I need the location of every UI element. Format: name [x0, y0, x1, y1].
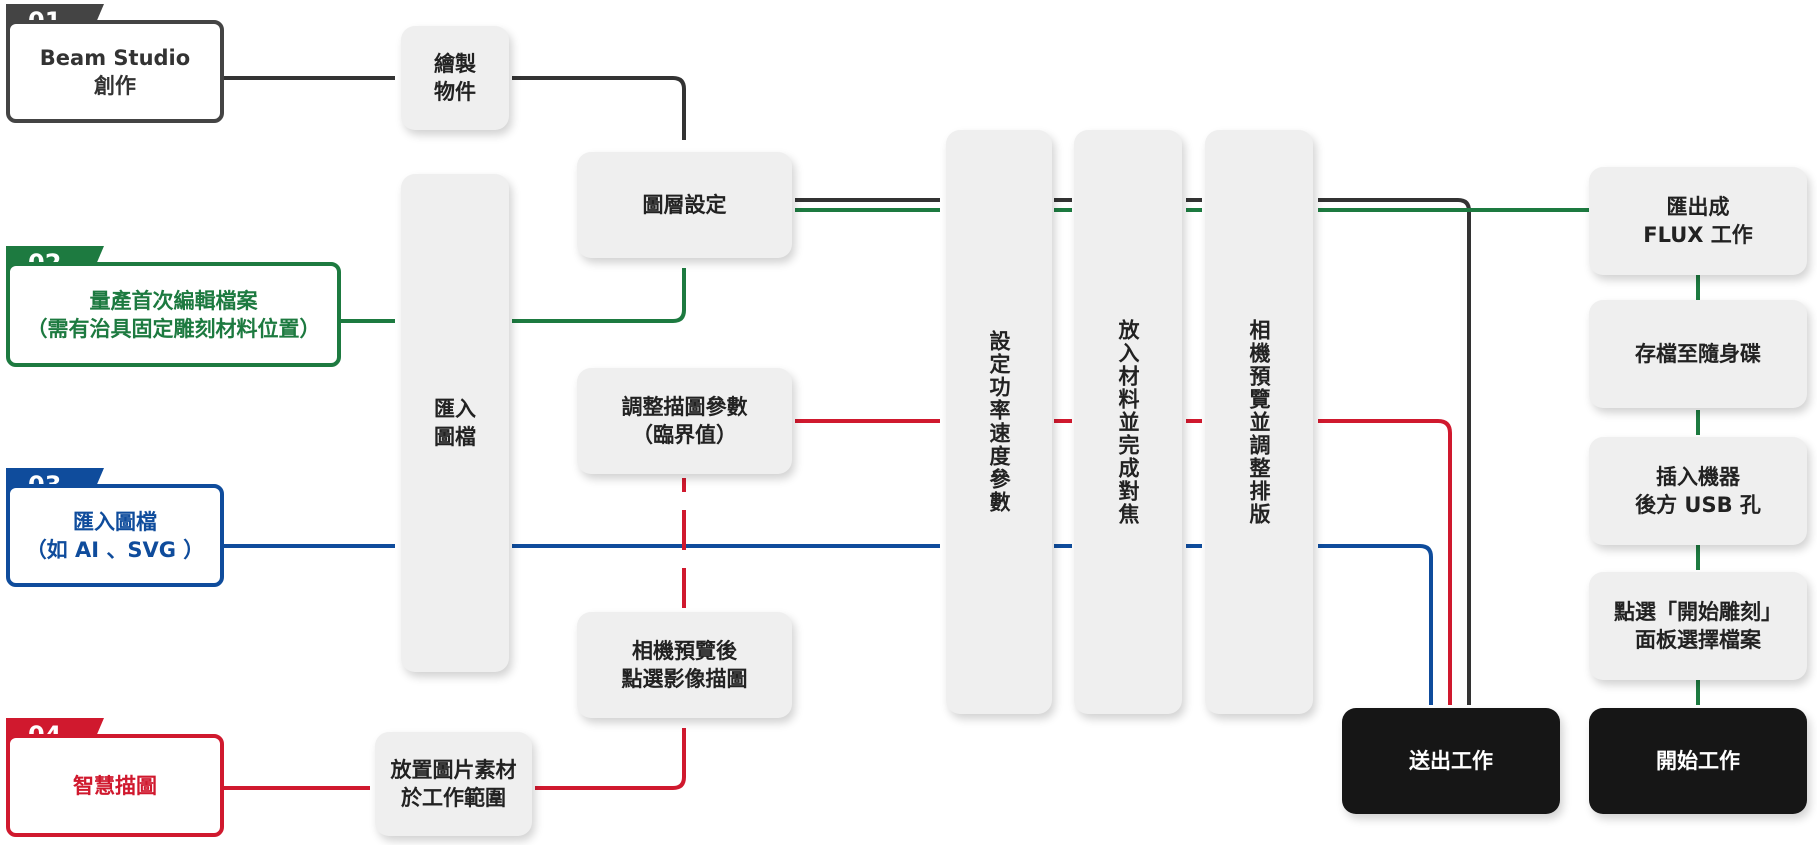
node-import-file-l2: 圖檔	[434, 425, 476, 449]
line-draw-to-layer	[512, 76, 686, 140]
node-set-power-speed-label: 設定功率速度參數	[987, 330, 1011, 514]
node-send-job-label: 送出工作	[1409, 749, 1493, 773]
entry-02-mass-production[interactable]: 量產首次編輯檔案 （需有治具固定雕刻材料位置）	[6, 262, 341, 367]
node-camera-trace[interactable]: 相機預覽後 點選影像描圖	[577, 612, 792, 718]
node-draw-objects-l2: 物件	[434, 80, 476, 104]
node-start-job-label: 開始工作	[1656, 749, 1740, 773]
entry-01-line1: Beam Studio	[39, 45, 191, 70]
entry-02-line1: 量產首次編輯檔案	[89, 288, 258, 313]
entry-03-import-file[interactable]: 匯入圖檔 （如 AI 、SVG ）	[6, 484, 224, 587]
node-send-job[interactable]: 送出工作	[1342, 708, 1560, 814]
node-save-usb[interactable]: 存檔至隨身碟	[1589, 300, 1807, 408]
line-import-to-layer	[512, 268, 686, 323]
node-export-flux[interactable]: 匯出成 FLUX 工作	[1589, 167, 1807, 275]
node-export-flux-l2: FLUX 工作	[1643, 223, 1753, 247]
node-insert-usb-l1: 插入機器	[1656, 465, 1740, 489]
node-start-job[interactable]: 開始工作	[1589, 708, 1807, 814]
node-adjust-trace[interactable]: 調整描圖參數 （臨界值）	[577, 368, 792, 474]
node-camera-trace-l1: 相機預覽後	[632, 639, 737, 663]
line-01-to-send	[1318, 198, 1471, 705]
entry-04-smart-trace[interactable]: 智慧描圖	[6, 734, 224, 837]
line-place-to-camera	[535, 728, 686, 790]
node-place-material-focus[interactable]: 放入材料並完成對焦	[1074, 130, 1182, 714]
node-camera-trace-l2: 點選影像描圖	[621, 667, 748, 691]
entry-02-line2: （需有治具固定雕刻材料位置）	[26, 316, 321, 341]
line-04-to-send	[1318, 419, 1452, 705]
node-insert-usb-l2: 後方 USB 孔	[1635, 493, 1761, 517]
node-place-material-focus-label: 放入材料並完成對焦	[1116, 318, 1140, 526]
line-03-to-send	[1318, 544, 1433, 705]
node-insert-usb[interactable]: 插入機器 後方 USB 孔	[1589, 437, 1807, 545]
node-layer-settings[interactable]: 圖層設定	[577, 152, 792, 258]
node-draw-objects[interactable]: 繪製 物件	[401, 26, 509, 130]
node-select-file-l1: 點選「開始雕刻」	[1614, 600, 1782, 624]
node-select-file-l2: 面板選擇檔案	[1635, 628, 1761, 652]
node-adjust-trace-l1: 調整描圖參數	[621, 395, 748, 419]
node-camera-preview-layout[interactable]: 相機預覽並調整排版	[1205, 130, 1313, 714]
node-adjust-trace-l2: （臨界值）	[632, 423, 737, 447]
node-layer-settings-l1: 圖層設定	[642, 193, 727, 217]
entry-04-line1: 智慧描圖	[73, 773, 157, 798]
node-select-file[interactable]: 點選「開始雕刻」 面板選擇檔案	[1589, 572, 1807, 680]
node-draw-objects-l1: 繪製	[434, 52, 476, 76]
node-save-usb-l1: 存檔至隨身碟	[1635, 342, 1761, 366]
node-set-power-speed[interactable]: 設定功率速度參數	[946, 130, 1052, 714]
node-camera-preview-layout-label: 相機預覽並調整排版	[1247, 318, 1271, 526]
entry-01-beam-studio[interactable]: Beam Studio 創作	[6, 20, 224, 123]
node-place-image-l2: 於工作範圍	[401, 786, 506, 810]
node-export-flux-l1: 匯出成	[1666, 195, 1730, 219]
node-place-image[interactable]: 放置圖片素材 於工作範圍	[375, 732, 532, 836]
node-import-file-l1: 匯入	[434, 397, 476, 421]
entry-01-line2: 創作	[94, 73, 136, 98]
entry-03-line2: （如 AI 、SVG ）	[25, 537, 205, 562]
node-place-image-l1: 放置圖片素材	[390, 758, 517, 782]
entry-03-line1: 匯入圖檔	[73, 509, 157, 534]
node-import-file[interactable]: 匯入 圖檔	[401, 174, 509, 672]
